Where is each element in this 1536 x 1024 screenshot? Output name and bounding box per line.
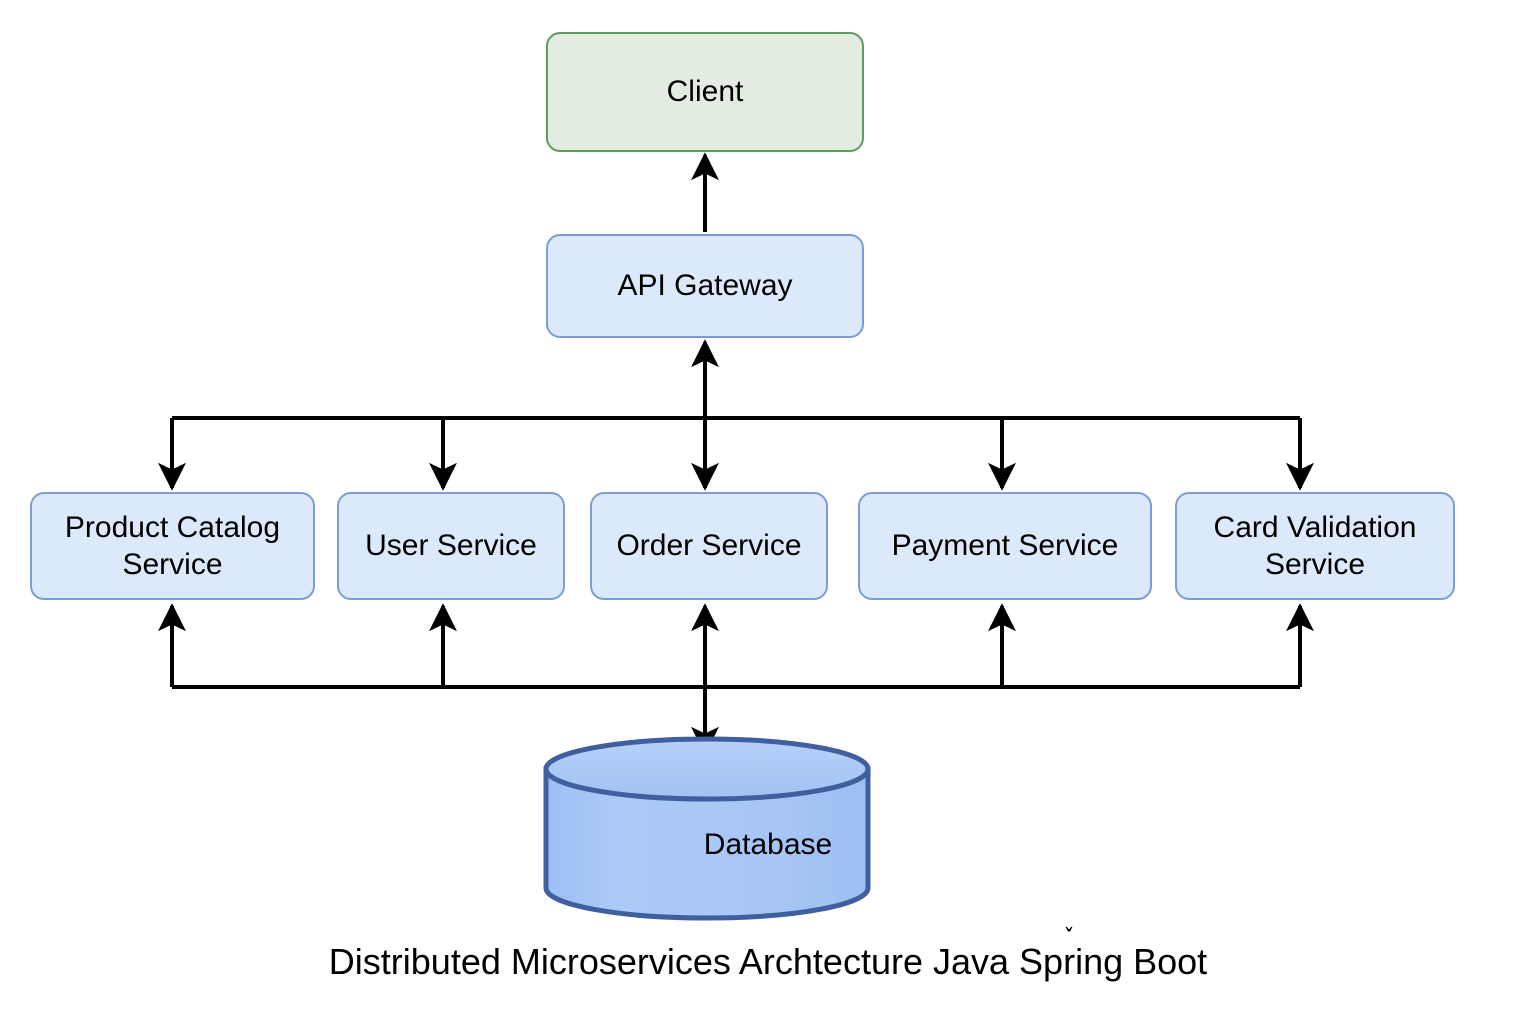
node-database-label: Database — [703, 828, 833, 861]
caption-glyph-base: r — [1063, 941, 1076, 982]
node-order-service-label: Order Service — [616, 529, 802, 563]
node-product-catalog-service[interactable]: Product Catalog Service — [30, 492, 315, 600]
node-card-validation-service[interactable]: Card Validation Service — [1175, 492, 1455, 600]
node-card-validation-service-label: Card Validation Service — [1213, 510, 1417, 582]
caption-glyph-mark: ˇ — [1065, 921, 1073, 959]
node-payment-service[interactable]: Payment Service — [858, 492, 1152, 600]
node-client-label: Client — [666, 75, 744, 109]
caption-text-part1: Distributed Microservices Archtecture Ja… — [328, 941, 1064, 982]
diagram-caption: Distributed Microservices Archtecture Ja… — [0, 924, 1536, 983]
node-database-label-wrapper[interactable]: Database — [0, 828, 1536, 862]
node-api-gateway-label: API Gateway — [617, 269, 793, 303]
node-order-service[interactable]: Order Service — [590, 492, 828, 600]
node-user-service-label: User Service — [365, 529, 537, 563]
node-user-service[interactable]: User Service — [337, 492, 565, 600]
node-payment-service-label: Payment Service — [891, 529, 1119, 563]
node-api-gateway[interactable]: API Gateway — [546, 234, 864, 338]
caption-text-part2: ing Boot — [1075, 941, 1208, 982]
node-client[interactable]: Client — [546, 32, 864, 152]
node-product-catalog-service-label: Product Catalog Service — [64, 510, 281, 582]
